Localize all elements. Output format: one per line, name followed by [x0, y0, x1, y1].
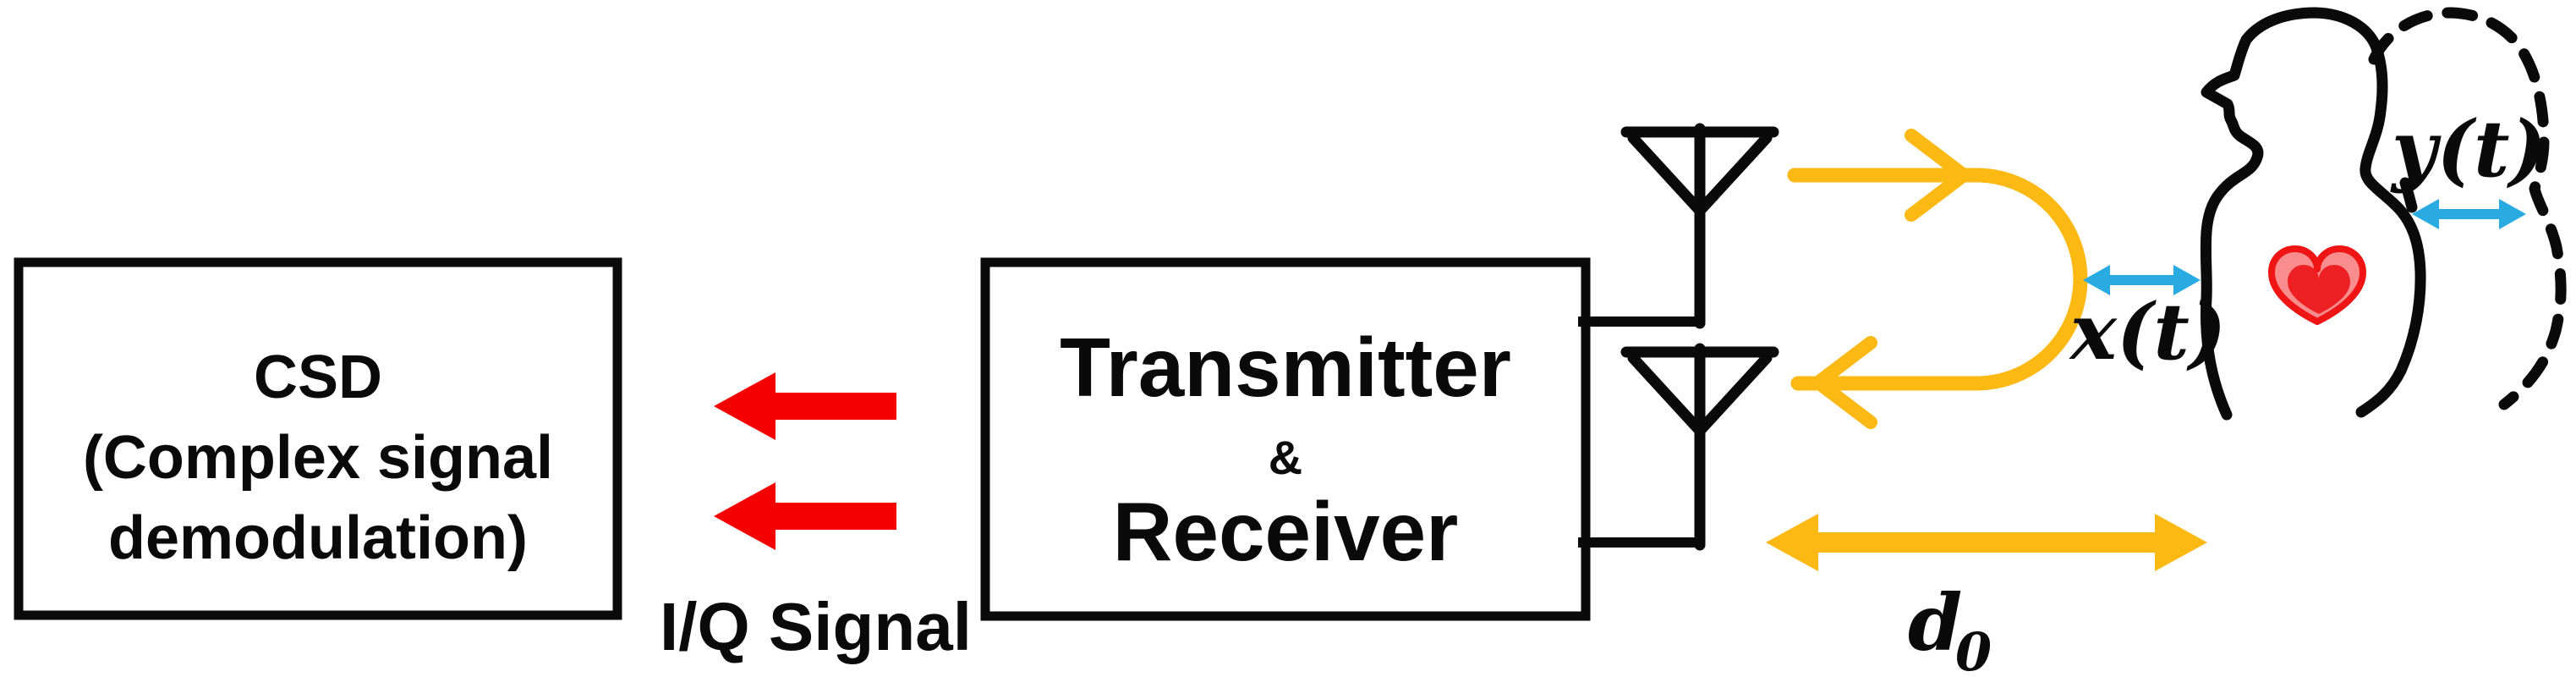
csd-label-line2: (Complex signal — [83, 424, 553, 492]
antenna-feed-lines — [1578, 316, 1703, 548]
csd-label-line3: demodulation) — [108, 504, 528, 572]
radar-wave-path — [1787, 168, 2088, 391]
chest-displacement-label: x(t) — [2069, 286, 2226, 377]
transceiver-box — [980, 257, 1591, 621]
transceiver-label-line2: & — [1269, 431, 1302, 484]
distance-arrow-icon — [1766, 514, 2207, 571]
csd-label-line1: CSD — [254, 344, 382, 411]
distance-label-subscript: 0 — [1955, 621, 1992, 677]
radar-wave-forward-arrowhead-icon — [1905, 129, 1970, 222]
body-motion-label: y(t) — [2390, 103, 2546, 195]
chest-displacement-arrow-icon — [2083, 265, 2201, 295]
transceiver-label-line3: Receiver — [1113, 485, 1459, 578]
body-motion-annotation: y(t) — [2390, 103, 2546, 229]
csd-block: CSD (Complex signal demodulation) — [14, 257, 622, 620]
antenna-array — [1578, 123, 1779, 551]
heart-icon — [2268, 245, 2366, 325]
transceiver-block: Transmitter & Receiver — [980, 257, 1591, 621]
distance-annotation: d 0 — [1766, 514, 2207, 677]
body-motion-arrow-icon — [2412, 199, 2526, 229]
iq-signal-label: I/Q Signal — [660, 589, 972, 664]
iq-arrow-top-icon — [714, 372, 896, 440]
iq-arrow-bottom-icon — [714, 482, 896, 550]
heart-inner-shape — [2288, 265, 2350, 314]
antenna-top-icon — [1620, 123, 1779, 329]
antenna-bottom-icon — [1620, 343, 1779, 551]
distance-label: d — [1908, 577, 1962, 669]
iq-arrows: I/Q Signal — [660, 372, 972, 664]
radar-wave-return-arrowhead-icon — [1811, 336, 1877, 429]
person-silhouette — [2200, 7, 2426, 421]
person-silhouette-dashed — [2368, 7, 2567, 410]
radar-wave — [1787, 129, 2088, 429]
csd-box — [14, 257, 622, 620]
transceiver-label-line1: Transmitter — [1060, 321, 1511, 414]
chest-displacement-annotation: x(t) — [2069, 265, 2226, 377]
